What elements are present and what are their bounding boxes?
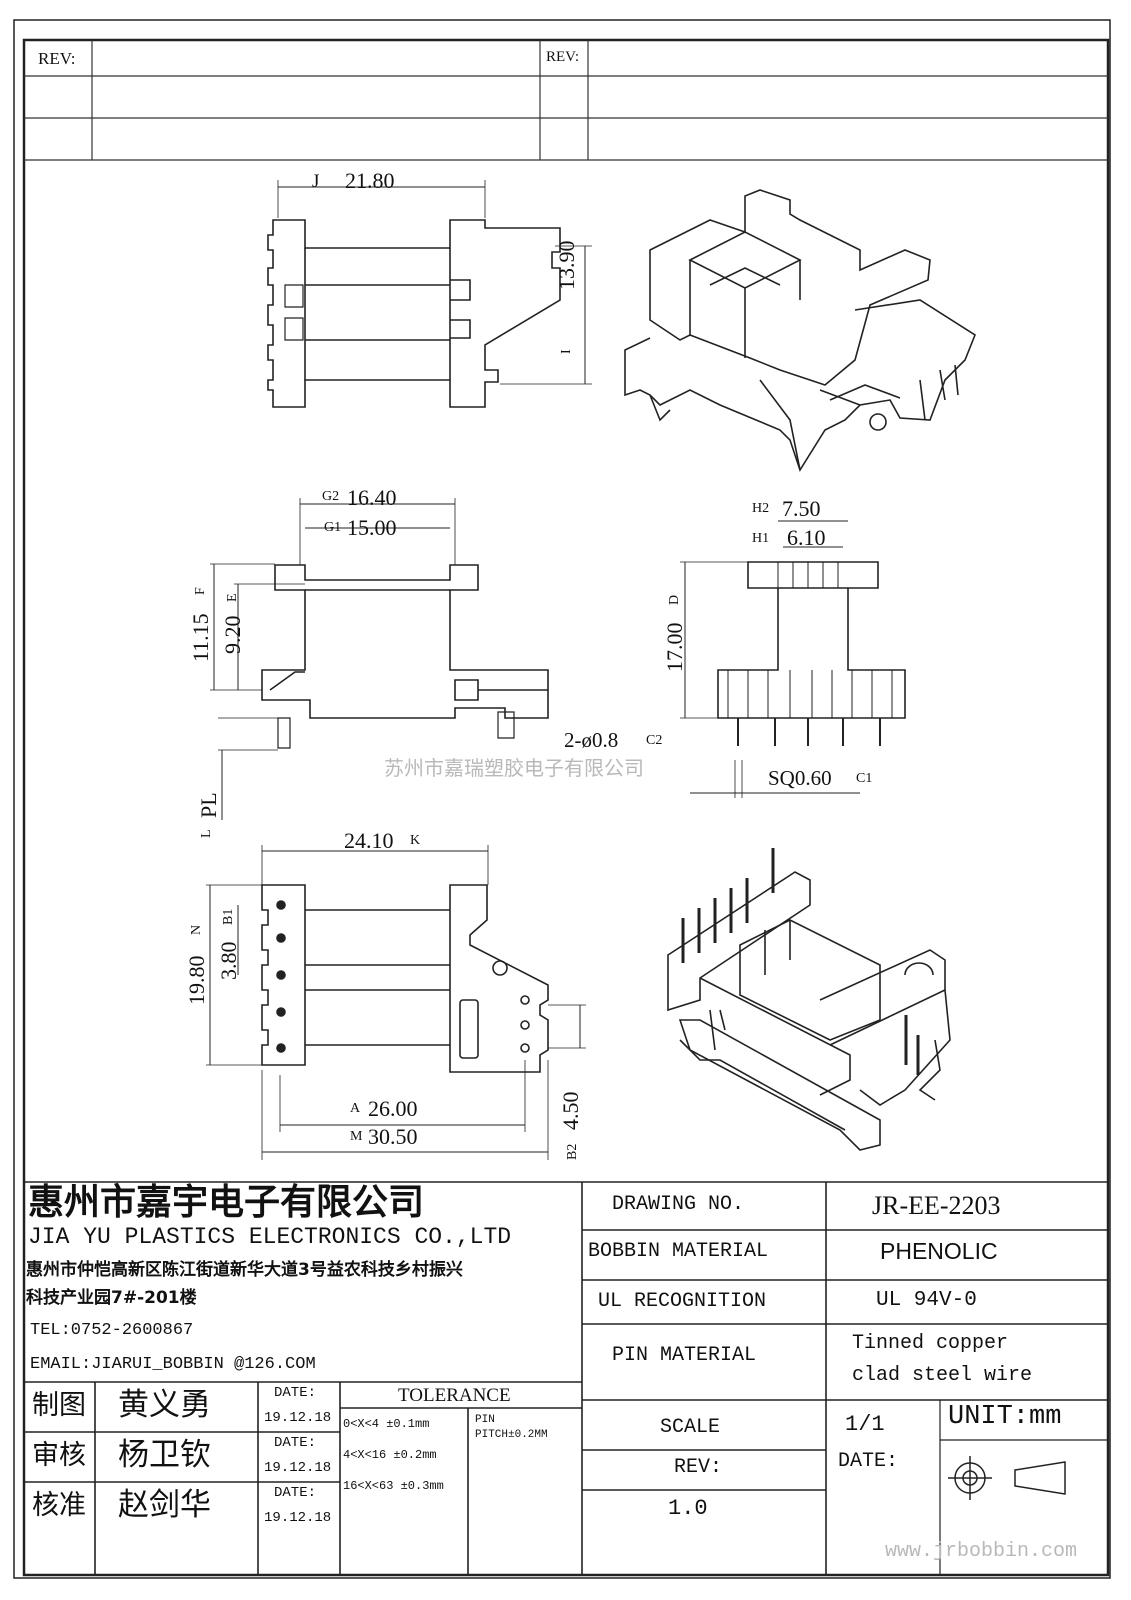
dim-A-tag: A [350,1101,361,1116]
signoff-name: 杨卫钦 [118,1437,211,1473]
ul-value: UL 94V-0 [876,1289,977,1312]
dim-I: 13.90 [554,240,579,291]
dim-G2-tag: G2 [322,489,340,504]
dim-K: 24.10 [344,828,394,853]
dim-L-tag: L [199,829,214,838]
drawing-no-label: DRAWING NO. [612,1193,745,1216]
inner-border [22,38,1110,1577]
ul-label: UL RECOGNITION [598,1290,767,1313]
rev-label: REV: [674,1456,723,1479]
dim-K-tag: K [410,833,421,848]
dim-C1-tag: C1 [856,771,873,786]
dim-L: PL [196,792,221,818]
signoff-role: 制图 [32,1390,86,1421]
signoff-date: 19.12.18 [264,1410,332,1426]
signoff-name: 赵剑华 [118,1487,211,1523]
drawing-no: JR-EE-2203 [872,1191,1001,1220]
dim-F-tag: F [193,587,208,595]
dim-G1: 15.00 [347,515,397,540]
tolerance-row: 16<X<63 ±0.3mm [343,1479,444,1493]
rev-value: 1.0 [668,1496,708,1521]
dim-G2: 16.40 [347,485,397,510]
bobbin-material-label: BOBBIN MATERIAL [588,1240,769,1263]
company-address-2: 科技产业园7#-201楼 [26,1288,197,1308]
dim-N-tag: N [189,924,204,935]
bottom-view [206,845,586,1160]
dim-G1-tag: G1 [324,520,342,535]
dim-H1-tag: H1 [752,531,770,546]
company-email: EMAIL:JIARUI_BOBBIN @126.COM [30,1355,316,1374]
dim-H2: 7.50 [782,496,821,521]
signoff-role: 核准 [32,1490,86,1521]
dim-B1-tag: B1 [221,908,236,925]
company-address-1: 惠州市仲恺高新区陈江街道新华大道3号益农科技乡村振兴 [26,1260,463,1280]
dim-C1: SQ0.60 [768,766,832,790]
side-view [680,520,906,798]
scale-value: 1/1 [845,1412,885,1437]
outer-border [13,19,1111,1579]
dim-D: 17.00 [662,622,687,673]
tolerance-row: 4<X<16 ±0.2mm [343,1448,437,1462]
projection-symbol-icon [948,1456,1066,1500]
front-view [210,498,549,820]
rev-label-right: REV: [546,49,580,65]
company-tel: TEL:0752-2600867 [30,1321,194,1340]
top-view [267,180,592,408]
signoff-name: 黄义勇 [118,1387,211,1423]
tolerance-row: 0<X<4 ±0.1mm [343,1417,430,1431]
pin-material-label: PIN MATERIAL [612,1344,757,1367]
signoff-date: 19.12.18 [264,1460,332,1476]
watermark-company: 苏州市嘉瑞塑胶电子有限公司 [384,756,644,780]
signoff-role: 审核 [32,1440,86,1471]
tolerance-title: TOLERANCE [398,1385,511,1406]
revision-grid [24,40,1108,161]
dim-B1: 3.80 [216,941,241,981]
pin-material-line2: clad steel wire [852,1364,1033,1387]
dim-N: 19.80 [184,955,209,1006]
dim-H2-tag: H2 [752,501,770,516]
dim-F: 11.15 [188,613,213,662]
signoff-date: 19.12.18 [264,1510,332,1526]
signoff-date-label: DATE: [274,1485,317,1501]
company-name-en: JIA YU PLASTICS ELECTRONICS CO.,LTD [28,1224,512,1250]
dim-D-tag: D [667,594,682,605]
dim-J-tag: J [312,171,320,192]
signoff-date-label: DATE: [274,1435,317,1451]
bobbin-material: PHENOLIC [880,1238,998,1264]
dim-B2: 4.50 [558,1091,583,1131]
dim-E-tag: E [225,593,240,602]
dim-M-tag: M [350,1129,363,1144]
title-block-grid [24,1181,1108,1575]
unit-label: UNIT:mm [948,1402,1062,1432]
dim-J: 21.80 [345,168,395,193]
pin-material-line1: Tinned copper [852,1332,1009,1355]
signoff-date-label: DATE: [274,1385,317,1401]
dim-E: 9.20 [220,615,245,655]
dim-A: 26.00 [368,1096,418,1121]
iso-view-top [624,189,976,472]
scale-label: SCALE [660,1416,721,1439]
iso-view-bottom [667,848,951,1151]
dim-C2: 2-ø0.8 [564,728,619,752]
date-label: DATE: [838,1450,899,1473]
dim-I-tag: I [559,349,574,354]
watermark-url: www.jrbobbin.com [885,1540,1078,1563]
dim-M: 30.50 [368,1124,418,1149]
dim-C2-tag: C2 [646,733,663,748]
dim-H1: 6.10 [787,525,826,550]
tolerance-pin-pitch: PITCH±0.2MM [475,1429,548,1441]
tolerance-pin-label: PIN [475,1414,495,1426]
company-name-cn: 惠州市嘉宇电子有限公司 [28,1182,425,1223]
rev-label-left: REV: [38,49,76,68]
dim-B2-tag: B2 [565,1143,580,1160]
